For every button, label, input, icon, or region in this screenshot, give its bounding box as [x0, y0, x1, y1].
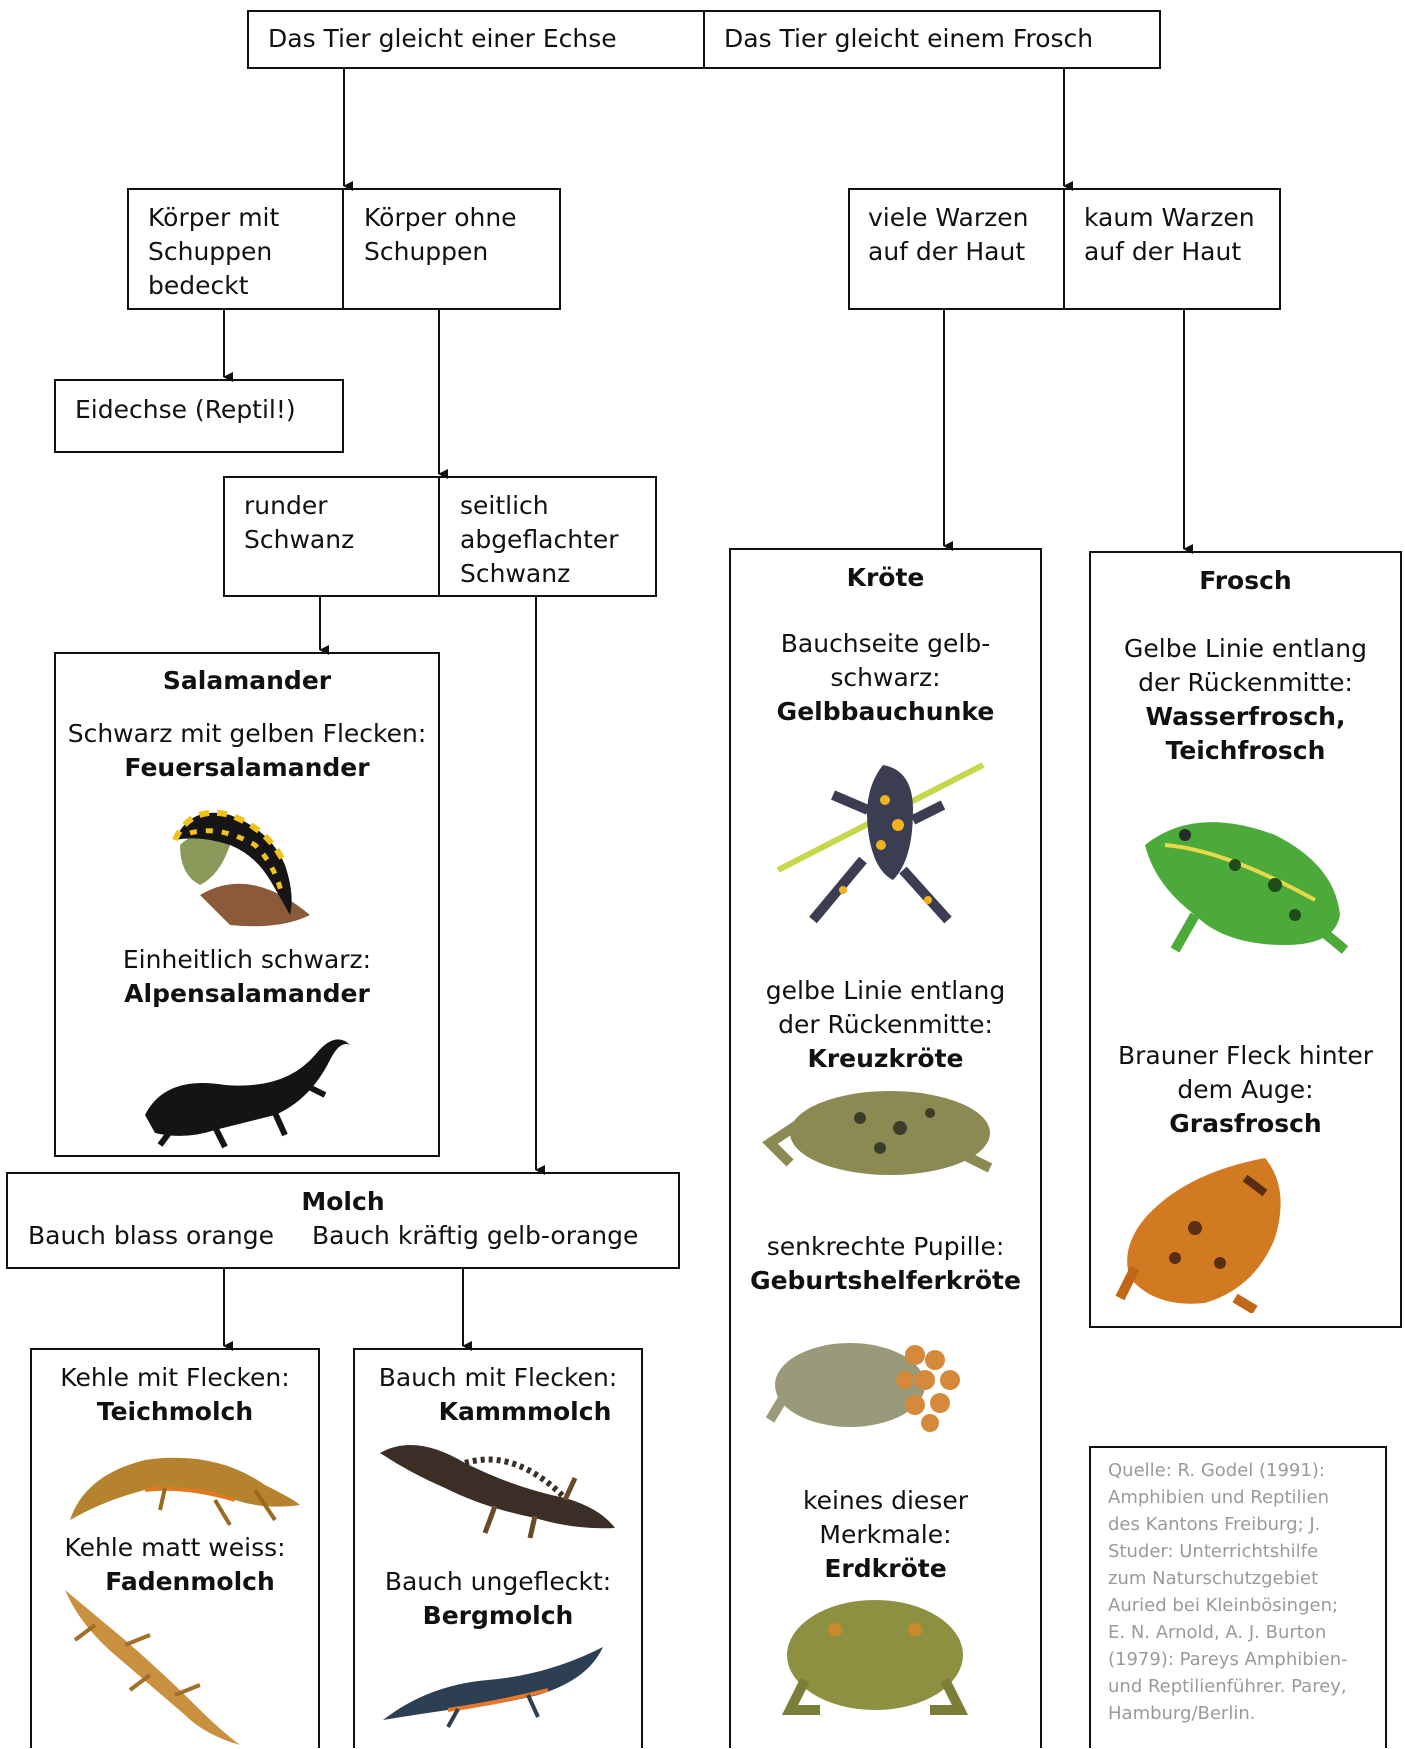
- molch-b-desc-2: Bauch ungefleckt:: [384, 1567, 612, 1596]
- frosch-name-1a: Wasserfrosch,: [1145, 702, 1346, 731]
- grasfrosch-image: [1115, 1158, 1281, 1313]
- no-scales-label-1: Körper ohne: [364, 203, 517, 232]
- frosch-name-2: Grasfrosch: [1169, 1109, 1322, 1138]
- tail-round-2: Schwanz: [244, 525, 355, 554]
- warts-label-2: auf der Haut: [868, 237, 1026, 266]
- eidechse-label: Eidechse (Reptil!): [75, 395, 296, 424]
- molch-left-box: [30, 1348, 320, 1748]
- kammmolch-image: [380, 1445, 615, 1539]
- source-line-4: Studer: Unterrichtshilfe: [1108, 1541, 1319, 1562]
- frosch-name-1b: Teichfrosch: [1165, 736, 1326, 765]
- kroete-name-3: Geburtshelferkröte: [750, 1266, 1021, 1295]
- frosch-title: Frosch: [1199, 566, 1292, 595]
- molch-a-desc-2: Kehle matt weiss:: [64, 1533, 286, 1562]
- tail-flat-3: Schwanz: [460, 559, 571, 588]
- molch-right-box: [353, 1348, 643, 1748]
- kroete-title: Kröte: [846, 563, 925, 592]
- frosch-desc-2b: dem Auge:: [1177, 1075, 1314, 1104]
- gelbbauchunke-image: [776, 762, 985, 924]
- salamander-desc-1: Schwarz mit gelben Flecken:: [67, 719, 427, 748]
- wasserfrosch-image: [1145, 822, 1349, 954]
- molch-a-name-1: Teichmolch: [96, 1397, 254, 1426]
- source-line-9: und Reptilienführer. Parey,: [1108, 1676, 1347, 1697]
- feuersalamander-image: [172, 809, 310, 927]
- scales-label-3: bedeckt: [148, 271, 249, 300]
- fadenmolch-image: [65, 1590, 240, 1745]
- kroete-desc-3: senkrechte Pupille:: [766, 1232, 1005, 1261]
- kroete-desc-4a: keines dieser: [803, 1486, 968, 1515]
- tail-flat-2: abgeflachter: [460, 525, 619, 554]
- no-scales-label-2: Schuppen: [364, 237, 489, 266]
- molch-a-name-2: Fadenmolch: [105, 1567, 275, 1596]
- molch-b-name-1: Kammmolch: [438, 1397, 612, 1426]
- source-line-8: (1979): Pareys Amphibien-: [1108, 1649, 1348, 1670]
- scales-label-2: Schuppen: [148, 237, 273, 266]
- frosch-desc-1a: Gelbe Linie entlang: [1124, 634, 1367, 663]
- salamander-desc-2: Einheitlich schwarz:: [122, 945, 372, 974]
- source-box: [1089, 1446, 1387, 1748]
- kreuzkroete-image: [762, 1091, 993, 1175]
- kroete-desc-2a: gelbe Linie entlang: [765, 976, 1006, 1005]
- kroete-desc-1a: Bauchseite gelb-: [780, 629, 991, 658]
- salamander-name-1: Feuersalamander: [124, 753, 370, 782]
- molch-box: [6, 1172, 680, 1269]
- source-line-6: Auried bei Kleinbösingen;: [1108, 1595, 1339, 1616]
- tail-round-1: runder: [244, 491, 328, 520]
- molch-a-desc-1: Kehle mit Flecken:: [60, 1363, 290, 1392]
- few-warts-label-2: auf der Haut: [1084, 237, 1242, 266]
- erdkroete-image: [781, 1600, 969, 1715]
- warts-label-1: viele Warzen: [868, 203, 1029, 232]
- bergmolch-image: [383, 1647, 603, 1728]
- molch-b-desc-1: Bauch mit Flecken:: [378, 1363, 618, 1392]
- top-left-label: Das Tier gleicht einer Echse: [268, 24, 617, 53]
- top-right-label: Das Tier gleicht einem Frosch: [724, 24, 1094, 53]
- source-line-5: zum Naturschutzgebiet: [1108, 1568, 1319, 1589]
- few-warts-label-1: kaum Warzen: [1084, 203, 1255, 232]
- kroete-desc-4b: Merkmale:: [819, 1520, 952, 1549]
- molch-left-label: Bauch blass orange: [28, 1221, 274, 1250]
- source-line-2: Amphibien und Reptilien: [1108, 1487, 1330, 1508]
- geburtshelferkroete-image: [765, 1343, 960, 1432]
- kroete-name-2: Kreuzkröte: [807, 1044, 964, 1073]
- frosch-desc-1b: der Rückenmitte:: [1138, 668, 1353, 697]
- kroete-name-1: Gelbbauchunke: [776, 697, 995, 726]
- salamander-title: Salamander: [162, 666, 332, 695]
- molch-title: Molch: [301, 1187, 385, 1216]
- scales-label-1: Körper mit: [148, 203, 280, 232]
- molch-right-label: Bauch kräftig gelb-orange: [312, 1221, 639, 1250]
- kroete-desc-2b: der Rückenmitte:: [778, 1010, 993, 1039]
- source-line-7: E. N. Arnold, A. J. Burton: [1108, 1622, 1327, 1643]
- frosch-desc-2a: Brauner Fleck hinter: [1117, 1041, 1374, 1070]
- teichmolch-image: [70, 1457, 300, 1527]
- source-line-10: Hamburg/Berlin.: [1108, 1703, 1256, 1724]
- kroete-desc-1b: schwarz:: [830, 663, 941, 692]
- alpensalamander-image: [145, 1039, 350, 1149]
- salamander-name-2: Alpensalamander: [124, 979, 370, 1008]
- source-line-1: Quelle: R. Godel (1991):: [1108, 1460, 1325, 1481]
- molch-b-name-2: Bergmolch: [422, 1601, 574, 1630]
- kroete-name-4: Erdkröte: [824, 1554, 947, 1583]
- tail-flat-1: seitlich: [460, 491, 549, 520]
- source-line-3: des Kantons Freiburg; J.: [1108, 1514, 1321, 1535]
- eidechse-box: [54, 379, 344, 453]
